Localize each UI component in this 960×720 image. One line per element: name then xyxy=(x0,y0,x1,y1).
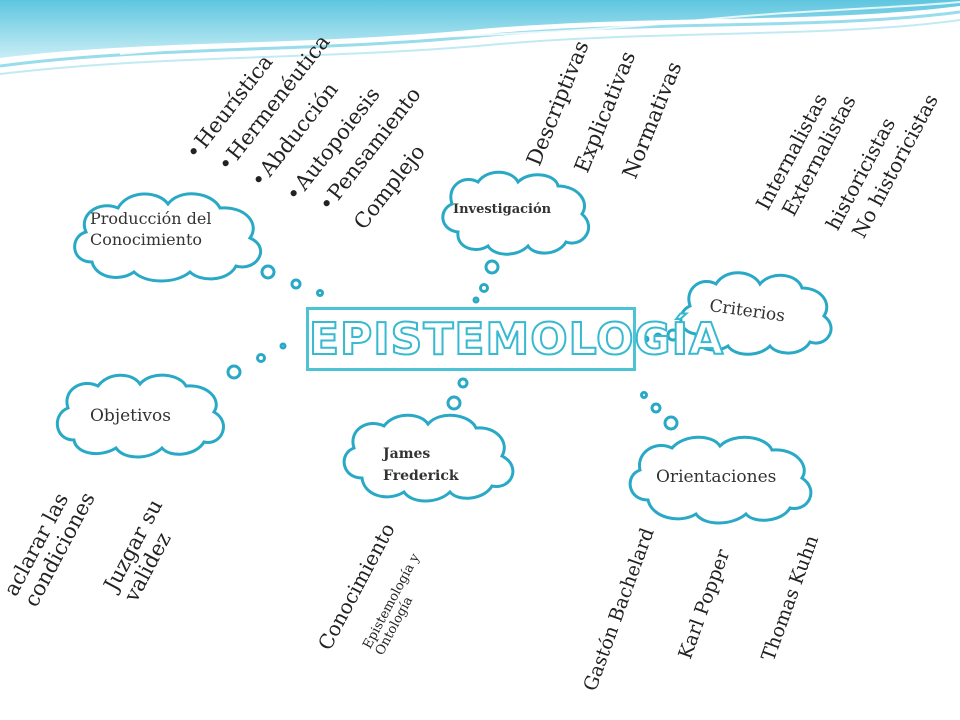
top-banner xyxy=(0,0,960,75)
cloud-produccion xyxy=(73,192,263,283)
cloud-investigacion xyxy=(441,170,590,256)
node-james: James Frederick xyxy=(383,446,459,484)
cloud-james xyxy=(342,413,515,503)
node-investigacion: Investigación xyxy=(453,202,552,217)
cloud-orientaciones xyxy=(628,435,813,525)
connector-james xyxy=(446,363,474,411)
connector-orientaciones xyxy=(640,391,679,431)
central-title: EPISTEMOLOGÍA xyxy=(308,313,725,366)
connector-criterios xyxy=(642,328,680,343)
connector-investigacion xyxy=(472,259,500,304)
node-orientaciones: Orientaciones xyxy=(656,467,777,487)
node-objetivos: Objetivos xyxy=(90,406,171,426)
node-produccion: Producción del Conocimiento xyxy=(90,209,212,249)
central-title-box: EPISTEMOLOGÍA xyxy=(306,307,725,371)
connector-produccion xyxy=(260,264,324,297)
cloud-criterios xyxy=(679,271,833,356)
cloud-objetivos xyxy=(56,373,225,459)
connector-objetivos xyxy=(226,342,287,380)
